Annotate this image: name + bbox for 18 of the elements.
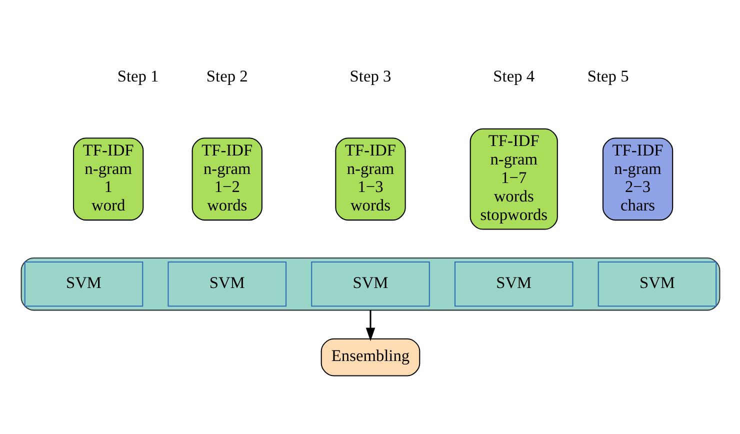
- node-box: SVM: [597, 261, 716, 306]
- node-box: SVM: [167, 261, 286, 306]
- arrow: [365, 310, 375, 341]
- node-box: TF-IDF n-gram 1−3 words: [334, 137, 406, 220]
- cluster: [20, 256, 720, 310]
- node-box: TF-IDF n-gram 1 word: [72, 137, 144, 220]
- label: Step 1: [116, 66, 158, 86]
- node-box: SVM: [24, 261, 143, 306]
- node-box: SVM: [310, 261, 430, 306]
- label: Step 3: [349, 66, 391, 86]
- node-box: SVM: [454, 261, 573, 306]
- node-box: Ensembling: [320, 338, 420, 376]
- label: Step 5: [586, 66, 628, 86]
- label: Step 4: [492, 66, 534, 86]
- node-box: TF-IDF n-gram 2−3 chars: [602, 137, 673, 220]
- node-box: TF-IDF n-gram 1−7 words stopwords: [469, 128, 558, 230]
- label: Step 2: [206, 66, 248, 86]
- node-box: TF-IDF n-gram 1−2 words: [191, 137, 262, 220]
